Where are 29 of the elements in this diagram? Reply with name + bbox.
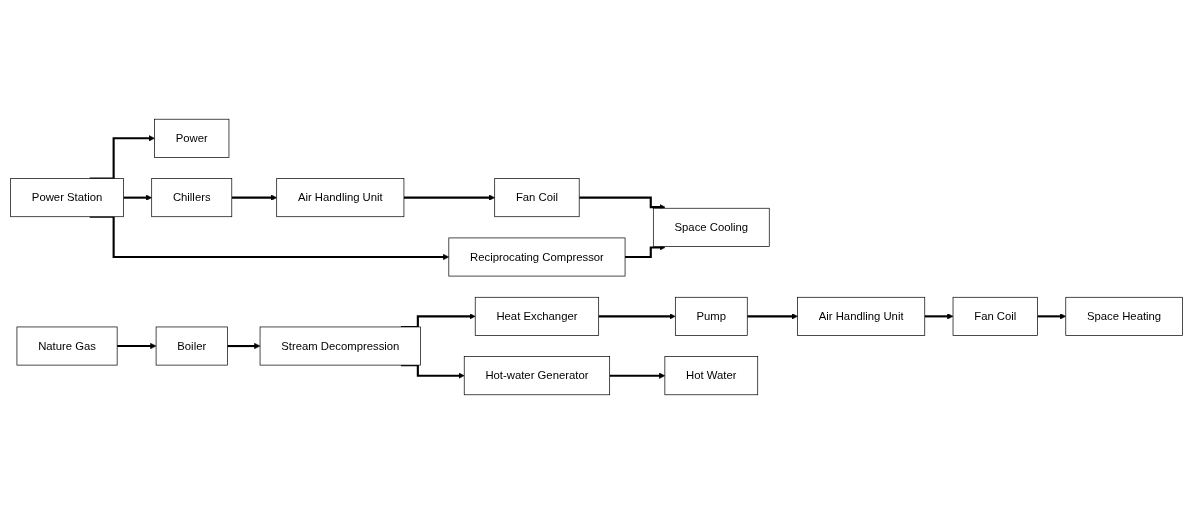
node-box: Reciprocating Compressor [448, 237, 626, 277]
node-box: Space Heating [1065, 296, 1183, 336]
arrow [403, 194, 495, 201]
arrow [123, 194, 152, 201]
node-box: Space Cooling [652, 207, 770, 247]
node-box: Power [154, 118, 230, 158]
node-box: Fan Coil [952, 296, 1038, 336]
arrow [1037, 313, 1067, 320]
arrow [117, 342, 157, 350]
node-box: Heat Exchanger [474, 296, 600, 336]
arrow [598, 313, 676, 320]
arrow [924, 313, 954, 320]
arrow [625, 244, 666, 259]
arrow [747, 313, 798, 320]
node-box: Power Station [10, 178, 124, 218]
arrow [231, 194, 277, 201]
node-box: Hot Water [664, 356, 759, 396]
node-box: Stream Decompression [259, 326, 421, 366]
node-box: Air Handling Unit [797, 296, 926, 336]
node-box: Nature Gas [16, 326, 118, 366]
node-box: Pump [674, 296, 748, 336]
arrow [227, 342, 261, 350]
arrow [579, 196, 666, 211]
arrow [609, 372, 666, 379]
node-box: Hot-water Generator [463, 356, 611, 396]
node-box: Fan Coil [494, 178, 580, 218]
node-box: Air Handling Unit [276, 178, 405, 218]
node-box: Boiler [155, 326, 228, 366]
node-box: Chillers [151, 178, 233, 218]
